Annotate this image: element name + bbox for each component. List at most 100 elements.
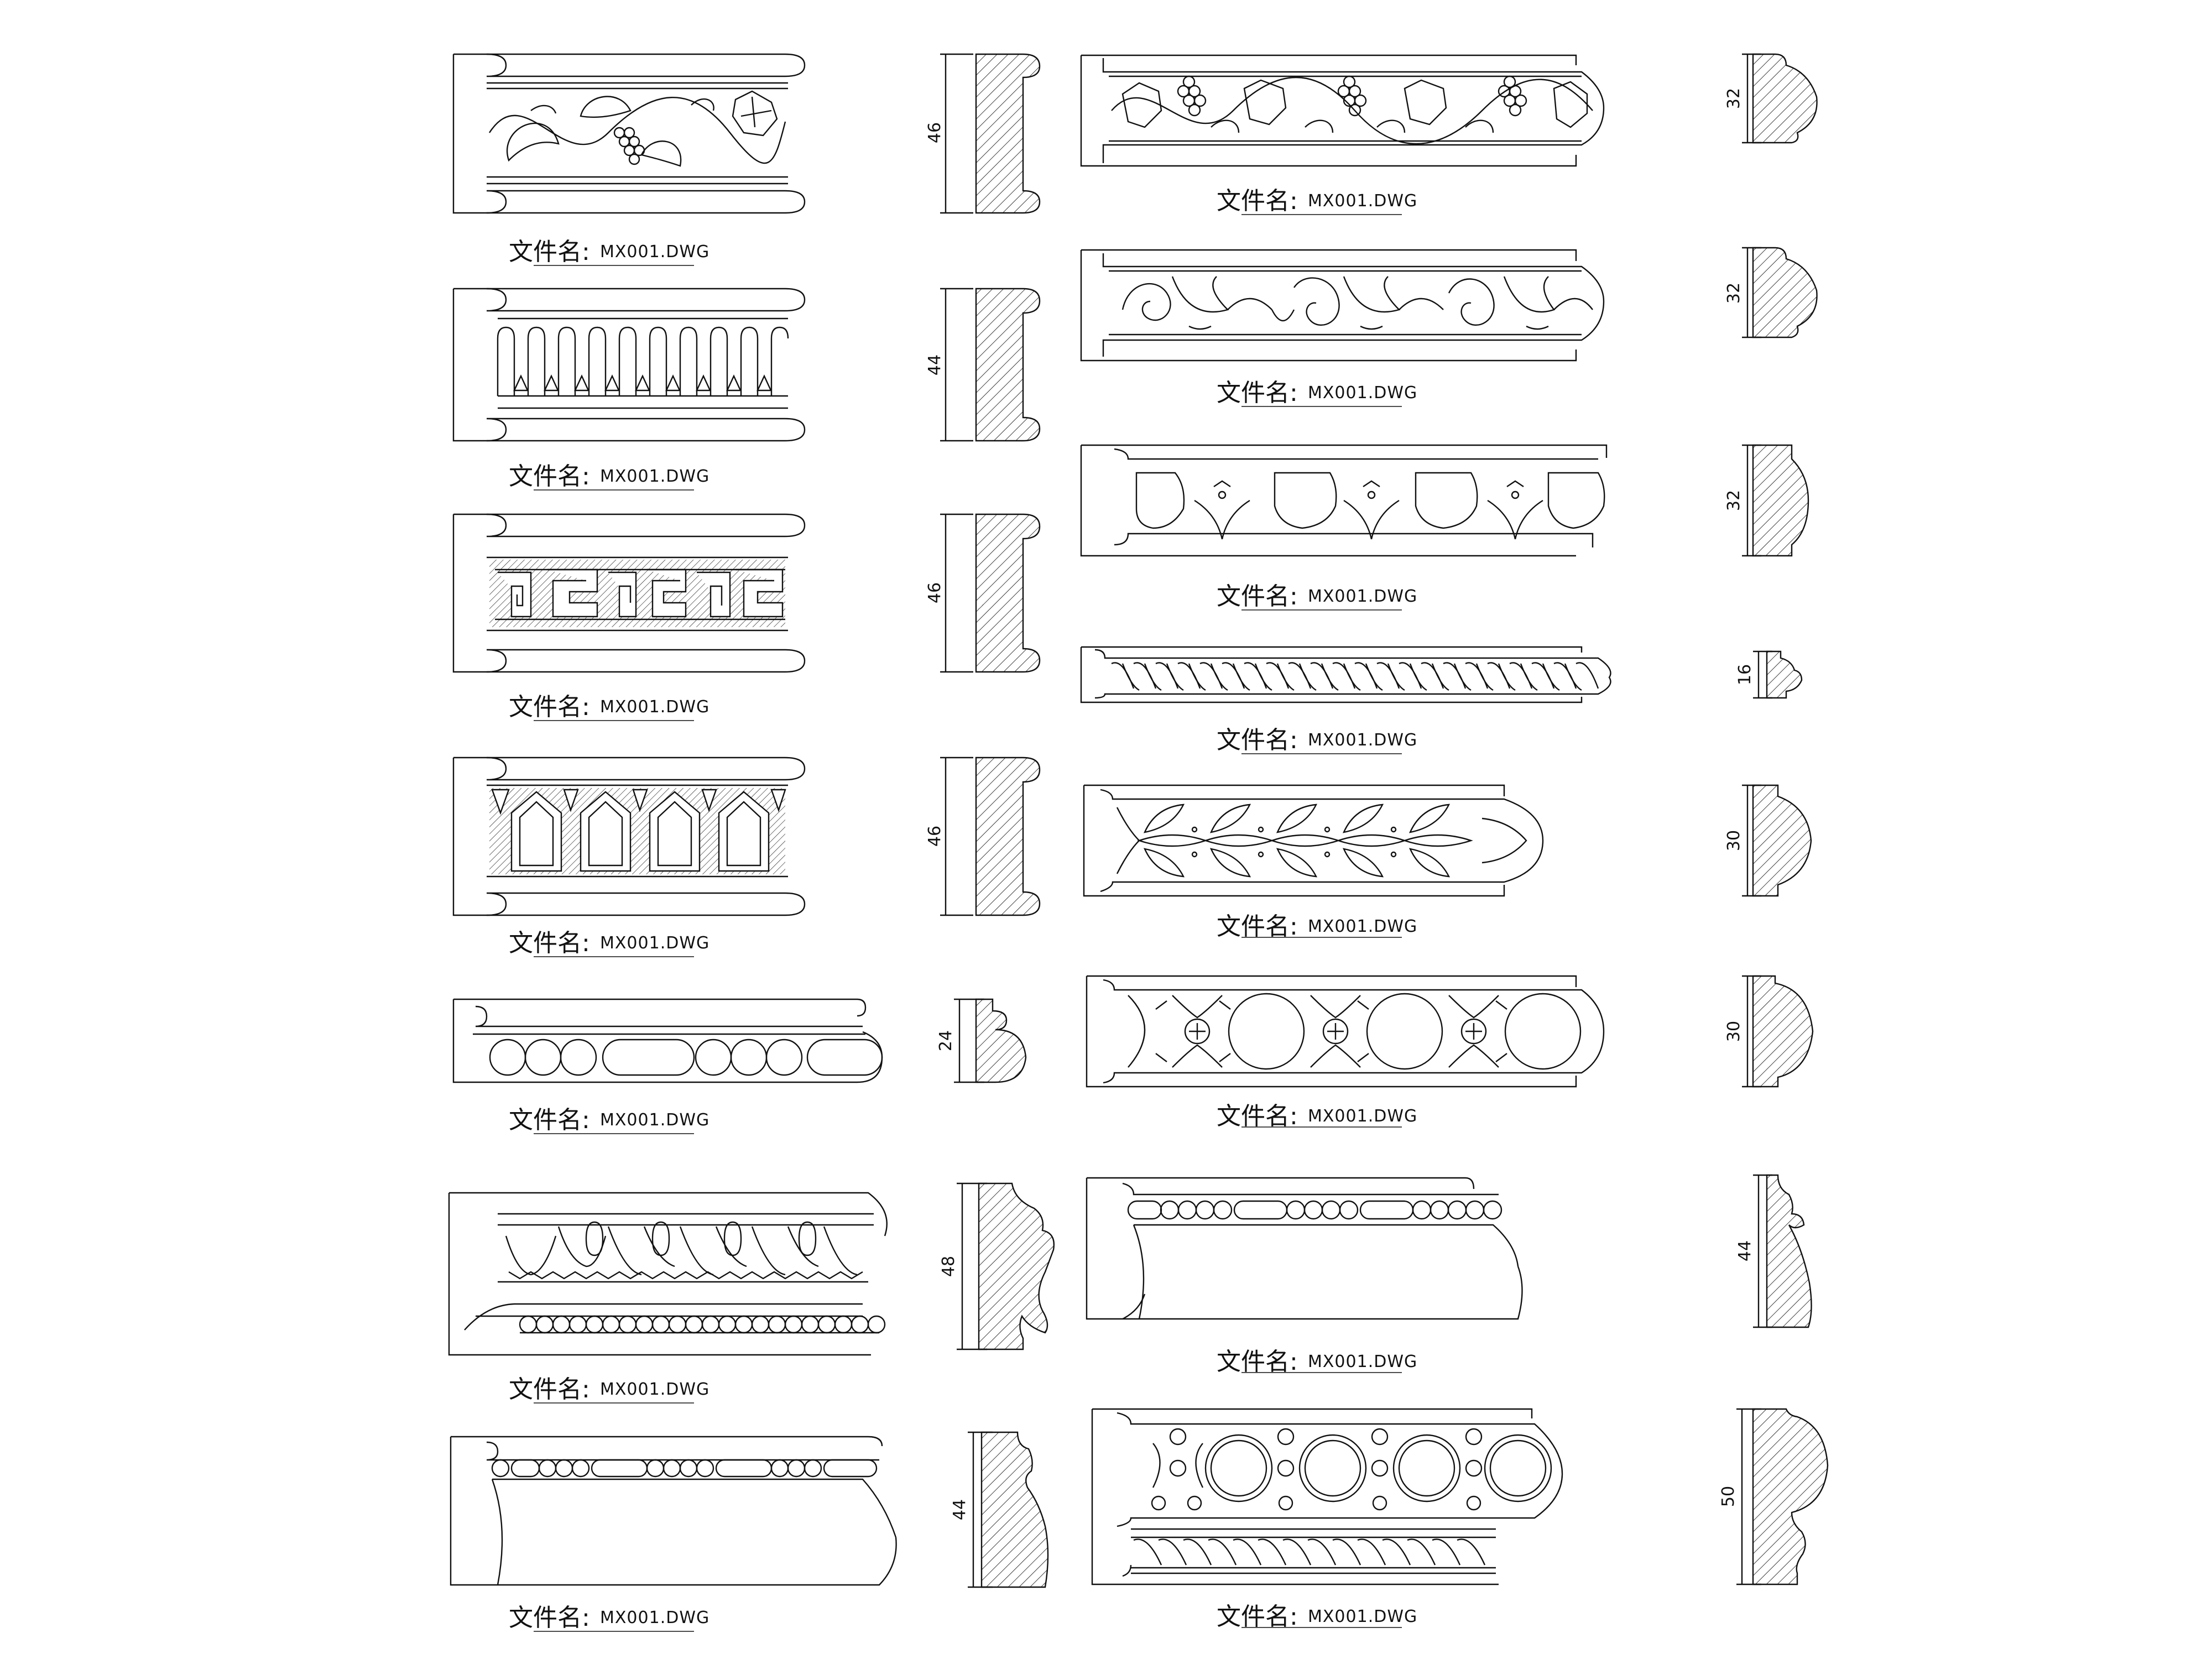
caption-filename: MX001.DWG bbox=[600, 242, 709, 262]
dimension-value: 24 bbox=[936, 1030, 956, 1051]
right-molding-4: 16 文件名: MX001.DWG bbox=[1080, 646, 1803, 754]
file-caption: 文件名: MX001.DWG bbox=[1217, 1603, 1417, 1631]
caption-filename: MX001.DWG bbox=[1308, 731, 1417, 750]
dimension-value: 46 bbox=[925, 582, 945, 603]
molding-elevation bbox=[452, 757, 806, 916]
dimension-line: 32 bbox=[1724, 444, 1761, 557]
dimension-value: 50 bbox=[1719, 1486, 1738, 1507]
dimension-line: 32 bbox=[1724, 53, 1761, 144]
molding-elevation bbox=[1080, 646, 1611, 703]
arch-panel-row bbox=[497, 326, 789, 396]
molding-profile-section bbox=[1766, 1174, 1812, 1328]
dimension-line: 44 bbox=[1735, 1174, 1772, 1328]
caption-label: 文件名: bbox=[1217, 1102, 1298, 1130]
dimension-line: 46 bbox=[925, 757, 973, 916]
file-caption: 文件名: MX001.DWG bbox=[1217, 726, 1417, 754]
dimension-value: 48 bbox=[939, 1256, 958, 1277]
caption-label: 文件名: bbox=[509, 929, 590, 957]
dimension-value: 46 bbox=[925, 826, 945, 847]
molding-elevation bbox=[452, 998, 883, 1083]
dimension-value: 30 bbox=[1724, 830, 1744, 851]
caption-filename: MX001.DWG bbox=[600, 933, 709, 953]
ring-row bbox=[1151, 1428, 1552, 1511]
dimension-line: 46 bbox=[925, 53, 973, 214]
molding-elevation bbox=[1080, 444, 1608, 557]
dimension-line: 48 bbox=[939, 1182, 987, 1350]
caption-label: 文件名: bbox=[1217, 912, 1298, 941]
dimension-value: 44 bbox=[950, 1499, 969, 1520]
molding-profile-section bbox=[980, 1431, 1049, 1588]
file-caption: 文件名: MX001.DWG bbox=[509, 929, 709, 957]
molding-profile-section bbox=[1752, 444, 1809, 557]
molding-elevation bbox=[452, 288, 806, 442]
right-molding-6: 30 文件名: MX001.DWG bbox=[1086, 975, 1814, 1130]
molding-profile-section bbox=[975, 288, 1041, 442]
molding-elevation bbox=[1080, 249, 1605, 362]
left-molding-2: 44 文件名: MX001.DWG bbox=[452, 288, 1041, 491]
dimension-value: 44 bbox=[925, 354, 945, 375]
rope-twist bbox=[1131, 1536, 1496, 1569]
left-molding-6: 48 文件名: MX001.DWG bbox=[448, 1182, 1055, 1404]
molding-profile-section bbox=[978, 1182, 1055, 1350]
molding-elevation bbox=[450, 1436, 897, 1586]
molding-profile-section bbox=[1766, 650, 1803, 699]
caption-filename: MX001.DWG bbox=[600, 1380, 709, 1399]
caption-label: 文件名: bbox=[1217, 187, 1298, 215]
dimension-value: 16 bbox=[1735, 664, 1755, 685]
molding-elevation bbox=[1091, 1408, 1563, 1585]
molding-profile-section bbox=[1752, 784, 1812, 897]
dimension-line: 24 bbox=[936, 998, 984, 1083]
dimension-line: 30 bbox=[1724, 975, 1761, 1088]
molding-profile-section bbox=[1752, 1408, 1829, 1585]
acanthus-ornament bbox=[1121, 276, 1593, 330]
molding-profile-section bbox=[1752, 247, 1818, 338]
rope-twist bbox=[1111, 662, 1599, 691]
file-caption: 文件名: MX001.DWG bbox=[509, 462, 709, 491]
dimension-line: 16 bbox=[1735, 650, 1772, 699]
grape-vine-ornament bbox=[488, 90, 786, 167]
caption-label: 文件名: bbox=[1217, 582, 1298, 611]
file-caption: 文件名: MX001.DWG bbox=[1217, 912, 1417, 941]
caption-label: 文件名: bbox=[509, 693, 590, 721]
molding-elevation bbox=[1086, 1177, 1523, 1320]
left-molding-7: 44 文件名: MX001.DWG bbox=[450, 1431, 1049, 1632]
dimension-value: 32 bbox=[1724, 88, 1744, 109]
molding-profile-section bbox=[1752, 53, 1818, 144]
bead-row bbox=[491, 1459, 878, 1478]
caption-label: 文件名: bbox=[509, 1604, 590, 1632]
right-molding-5: 30 文件名: MX001.DWG bbox=[1083, 784, 1812, 941]
caption-filename: MX001.DWG bbox=[600, 467, 709, 486]
file-caption: 文件名: MX001.DWG bbox=[1217, 187, 1417, 215]
molding-profile-section bbox=[975, 757, 1041, 916]
molding-elevation bbox=[452, 53, 806, 214]
right-molding-2: 32 文件名: MX001.DWG bbox=[1080, 247, 1818, 407]
caption-filename: MX001.DWG bbox=[1308, 1607, 1417, 1626]
caption-filename: MX001.DWG bbox=[1308, 1107, 1417, 1126]
file-caption: 文件名: MX001.DWG bbox=[1217, 1102, 1417, 1130]
dimension-value: 32 bbox=[1724, 283, 1744, 304]
molding-elevation bbox=[1080, 54, 1605, 167]
caption-filename: MX001.DWG bbox=[600, 1110, 709, 1130]
dimension-value: 46 bbox=[925, 122, 945, 143]
grape-vine-ornament bbox=[1111, 75, 1593, 145]
laurel-leaf-ornament bbox=[1116, 804, 1527, 878]
left-molding-4: 46 文件名: MX001.DWG bbox=[452, 757, 1041, 957]
dimension-line: 50 bbox=[1719, 1408, 1761, 1585]
file-caption: 文件名: MX001.DWG bbox=[1217, 1348, 1417, 1376]
molding-profile-section bbox=[1752, 975, 1814, 1088]
dimension-line: 30 bbox=[1724, 784, 1761, 897]
caption-filename: MX001.DWG bbox=[1308, 1352, 1417, 1371]
caption-label: 文件名: bbox=[509, 1106, 590, 1134]
caption-label: 文件名: bbox=[509, 462, 590, 491]
dimension-line: 32 bbox=[1724, 247, 1761, 338]
ring-row bbox=[1128, 993, 1582, 1070]
molding-elevation bbox=[1086, 975, 1605, 1088]
file-caption: 文件名: MX001.DWG bbox=[509, 1604, 709, 1632]
caption-filename: MX001.DWG bbox=[600, 697, 709, 717]
right-molding-8: 50 文件名: MX001.DWG bbox=[1091, 1408, 1829, 1631]
caption-label: 文件名: bbox=[509, 238, 590, 266]
file-caption: 文件名: MX001.DWG bbox=[509, 693, 709, 721]
caption-label: 文件名: bbox=[1217, 379, 1298, 407]
file-caption: 文件名: MX001.DWG bbox=[509, 238, 709, 266]
